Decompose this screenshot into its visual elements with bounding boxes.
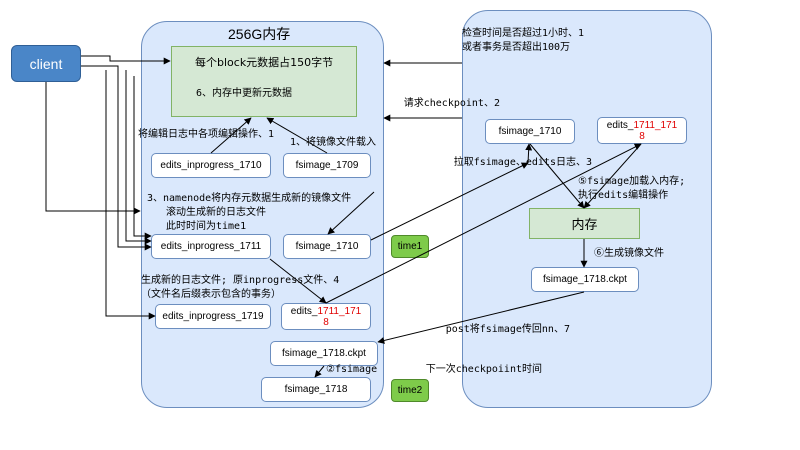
edits-inprogress-1711: edits_inprogress_1711 [151,234,271,259]
time2-badge: time2 [391,379,429,402]
fsimage-1718-ckpt-right: fsimage_1718.ckpt [531,267,639,292]
fsimage-1718: fsimage_1718 [261,377,371,402]
memory-box-right: 内存 [529,208,640,239]
post-ckpt-arrow [377,291,585,344]
fsimage-1709-to-metadata-arrow [266,117,328,154]
edits-1711-1718-right-line1: edits_1711_171 [606,119,678,131]
metadata-box [171,46,357,117]
sn-check-line1: 1、检查时间是否超过1小时 [462,28,585,39]
apply-edits-label: 1、将编辑日志中各项编辑操作 [137,129,274,140]
client-to-edits-1711-arrow-b [125,70,152,245]
edits-to-memory-arrow [583,143,642,209]
post-back-label: 7、post将fsimage传回nn [445,324,570,335]
nn-new-image-line2: 滚动生成新的日志文件 [166,207,266,218]
client-to-metadata-arrow [81,55,171,65]
edits-1711-1718-left-line2: 8 [323,316,329,328]
fsimage-1710-left: fsimage_1710 [283,234,371,259]
memory-box-right-label: 内存 [571,218,598,233]
ckpt-time-label: 下一次checkpoiint时间 [425,364,542,375]
client-node: client [11,45,81,82]
metadata-to-fsimage-1710-arrow [327,191,375,235]
client-to-edits-1711-arrow-a [81,65,152,251]
rename-fsimage-arrow [314,365,325,378]
nn-new-image-line1: 3、namenode将内存元数据生成新的镜像文件 [147,193,352,204]
edits-inprogress-1719: edits_inprogress_1719 [155,304,271,329]
load-memory-line1: ⑤fsimage加载入内存; [578,176,686,187]
metadata-box-line1: 每个block元数据占150字节 [195,56,334,69]
secondary-namenode-panel [462,10,712,408]
pull-fsimage-arrow [370,162,529,241]
time1-badge: time1 [391,235,429,258]
load-memory-line2: 执行edits编辑操作 [578,190,669,201]
client-to-namenode-arrow [45,82,141,215]
edits-1710-to-metadata-arrow [210,117,252,154]
client-to-edits-1711-arrow-c [133,76,152,240]
edits-1711-1718-left: edits_1711_171 8 [281,303,371,330]
rename-line1: 4、生成新的日志文件; 原inprogress文件 [141,275,340,286]
sn-check-line2: 或者事务是否超出100万 [462,42,571,53]
namenode-panel-title: 256G内存 [228,26,291,42]
edits-1711-to-edits-1718-arrow [269,258,327,304]
edits-1711-1718-left-line1: edits_1711_171 [290,305,362,317]
fsimage-to-memory-arrow [529,143,585,209]
pull-fsimage-arrow-tail [525,143,533,164]
fsimage-1709: fsimage_1709 [283,153,371,178]
pull-edits-arrow [325,143,642,304]
edits-1711-1718-right: edits_1711_171 8 [597,117,687,144]
client-label: client [29,55,63,72]
load-image-label: 1、将镜像文件载入 [290,137,377,148]
rename-fsimage-label: ②fsimage [326,364,378,375]
nn-new-image-line3: 此时时间为time1 [166,221,247,232]
checkpoint-label: 2、请求checkpoint [403,98,500,109]
client-to-edits-1719-arrow [105,70,156,320]
metadata-box-line2: 6、内存中更新元数据 [196,88,293,99]
edits-inprogress-1710: edits_inprogress_1710 [151,153,271,178]
fsimage-1718-ckpt-left: fsimage_1718.ckpt [270,341,378,366]
gen-image-label: ⑥生成镜像文件 [594,248,664,259]
pull-files-label: 3、拉取fsimage、edits日志 [453,157,592,168]
rename-line2: （文件名后缀表示包含的事务） [141,289,281,300]
edits-1711-1718-right-line2: 8 [639,130,645,142]
